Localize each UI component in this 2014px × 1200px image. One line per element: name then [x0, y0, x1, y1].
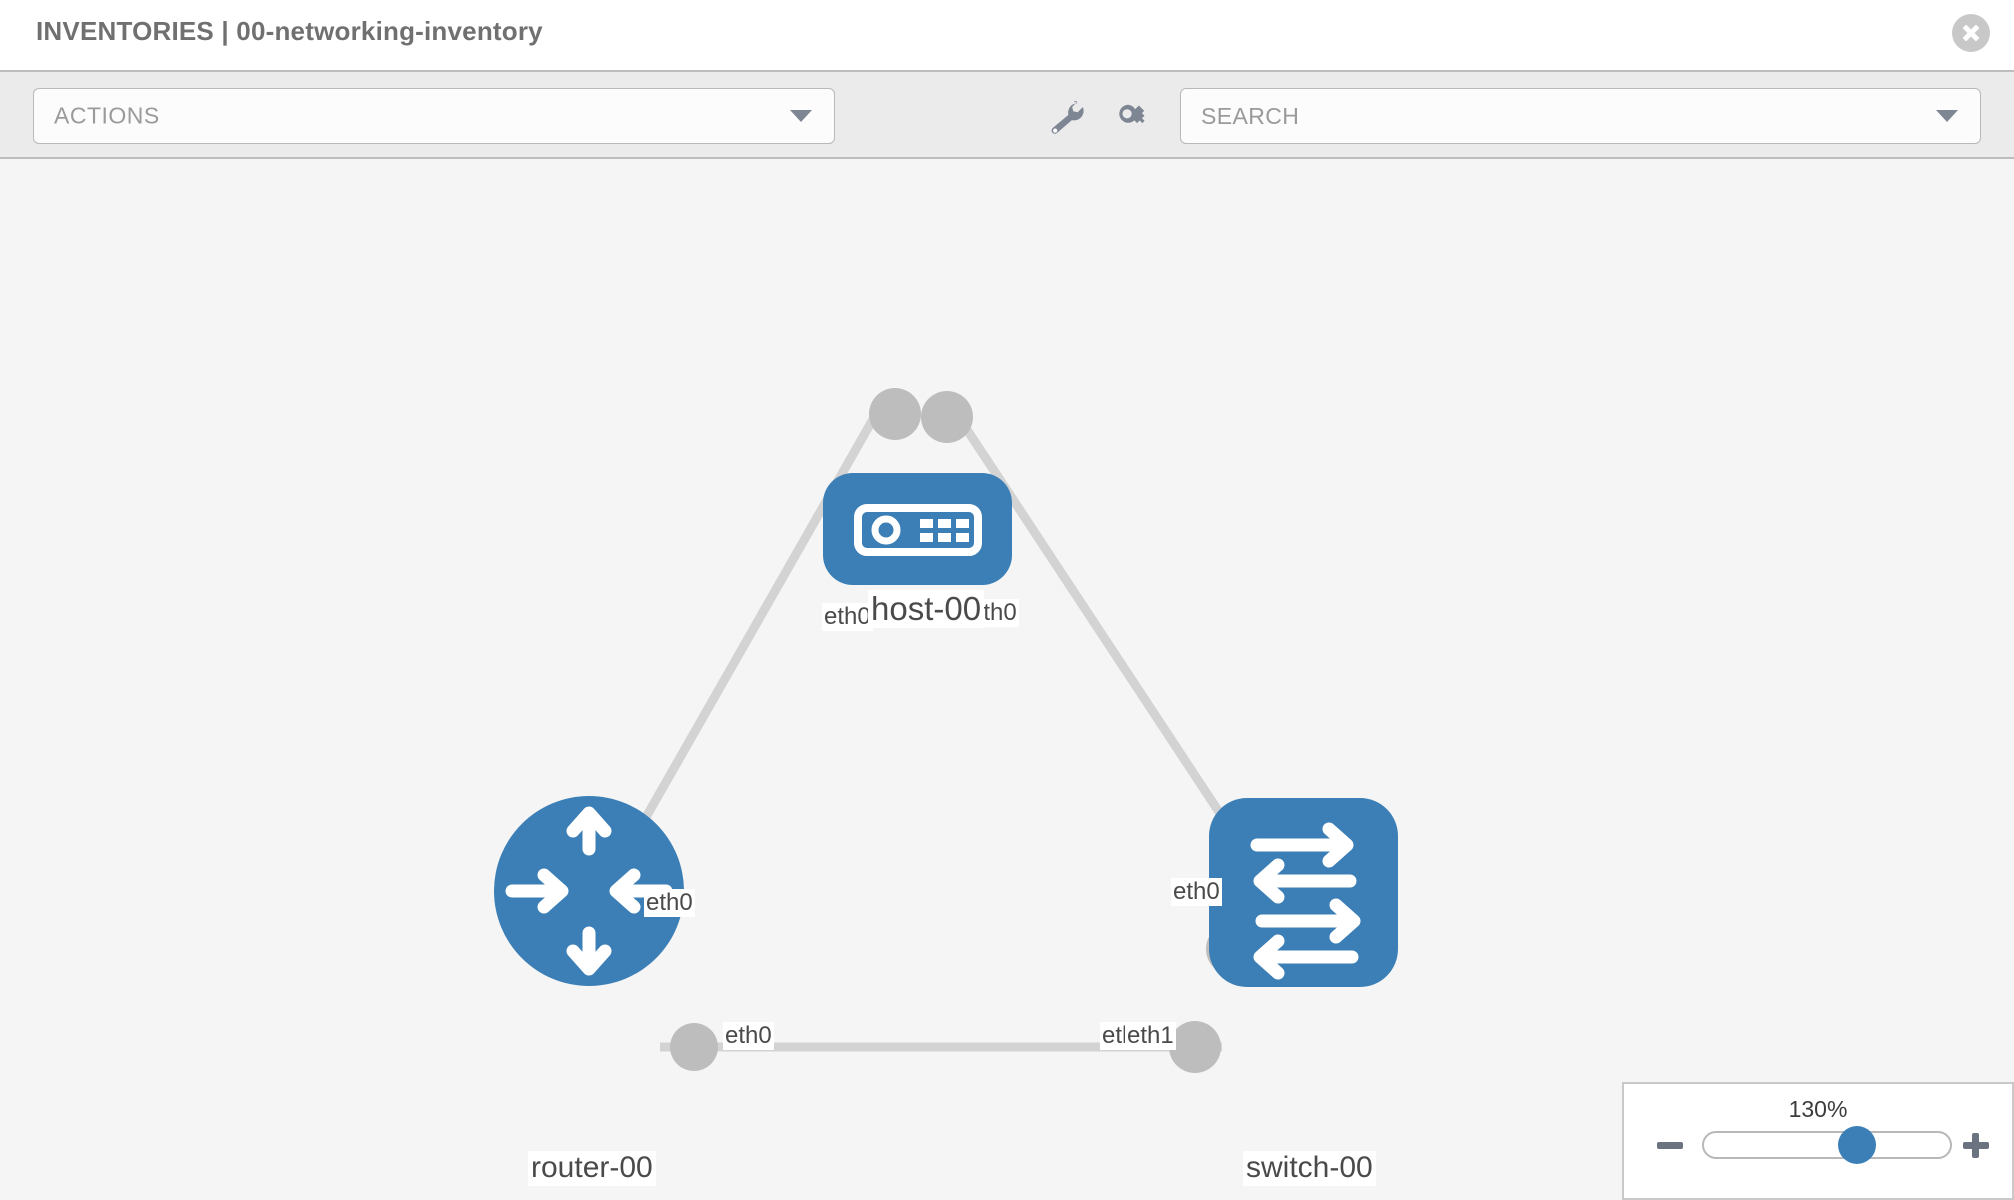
link-host00-switch00[interactable]	[948, 404, 1254, 862]
topology-canvas[interactable]: eth0 eth0 eth0 eth0 eth0 eth0 eth1 host-…	[0, 159, 2014, 1200]
server-icon	[854, 504, 982, 556]
interface-host00-left[interactable]	[869, 388, 921, 440]
actions-dropdown[interactable]: ACTIONS	[33, 88, 835, 144]
minus-icon[interactable]	[1656, 1130, 1686, 1160]
zoom-slider[interactable]	[1702, 1126, 1952, 1164]
edge-label-host00-eth0-left: eth0	[822, 603, 873, 631]
edge-label-router00-eth0-right: eth0	[723, 1022, 774, 1050]
interface-switch00-left[interactable]	[1169, 1021, 1221, 1073]
node-label-router00: router-00	[528, 1151, 656, 1186]
zoom-control-panel: 130%	[1622, 1082, 2014, 1200]
switch-arrows-icon	[1250, 822, 1361, 980]
key-icon[interactable]	[1114, 100, 1154, 136]
node-host00[interactable]	[823, 473, 1012, 585]
page-header: INVENTORIES | 00-networking-inventory	[0, 0, 2014, 70]
actions-dropdown-label: ACTIONS	[54, 102, 160, 129]
plus-icon[interactable]	[1962, 1130, 1992, 1160]
edge-label-switch00-eth1-left: eth1	[1125, 1022, 1176, 1050]
zoom-slider-thumb[interactable]	[1837, 1126, 1876, 1164]
edge-label-switch00-eth0-up: eth0	[1171, 878, 1222, 906]
search-input[interactable]	[1201, 89, 1901, 143]
interface-router00-right[interactable]	[670, 1023, 718, 1071]
chevron-down-icon[interactable]	[1936, 110, 1958, 122]
interface-host00-right[interactable]	[921, 391, 973, 443]
node-label-switch00: switch-00	[1243, 1151, 1376, 1186]
router-arrows-icon	[505, 806, 673, 976]
page-title: INVENTORIES | 00-networking-inventory	[36, 16, 543, 46]
wrench-icon[interactable]	[1046, 100, 1086, 136]
search-field[interactable]	[1180, 88, 1981, 144]
edge-label-router00-eth0-up: eth0	[644, 889, 695, 917]
toolbar: ACTIONS	[0, 70, 2014, 159]
node-router00[interactable]	[494, 796, 684, 986]
node-label-host00: host-00	[868, 590, 985, 628]
zoom-level-label: 130%	[1788, 1096, 1848, 1122]
node-switch00[interactable]	[1209, 798, 1398, 987]
chevron-down-icon	[790, 110, 812, 122]
topology-graph	[494, 388, 1398, 1073]
close-icon[interactable]	[1952, 14, 1990, 52]
